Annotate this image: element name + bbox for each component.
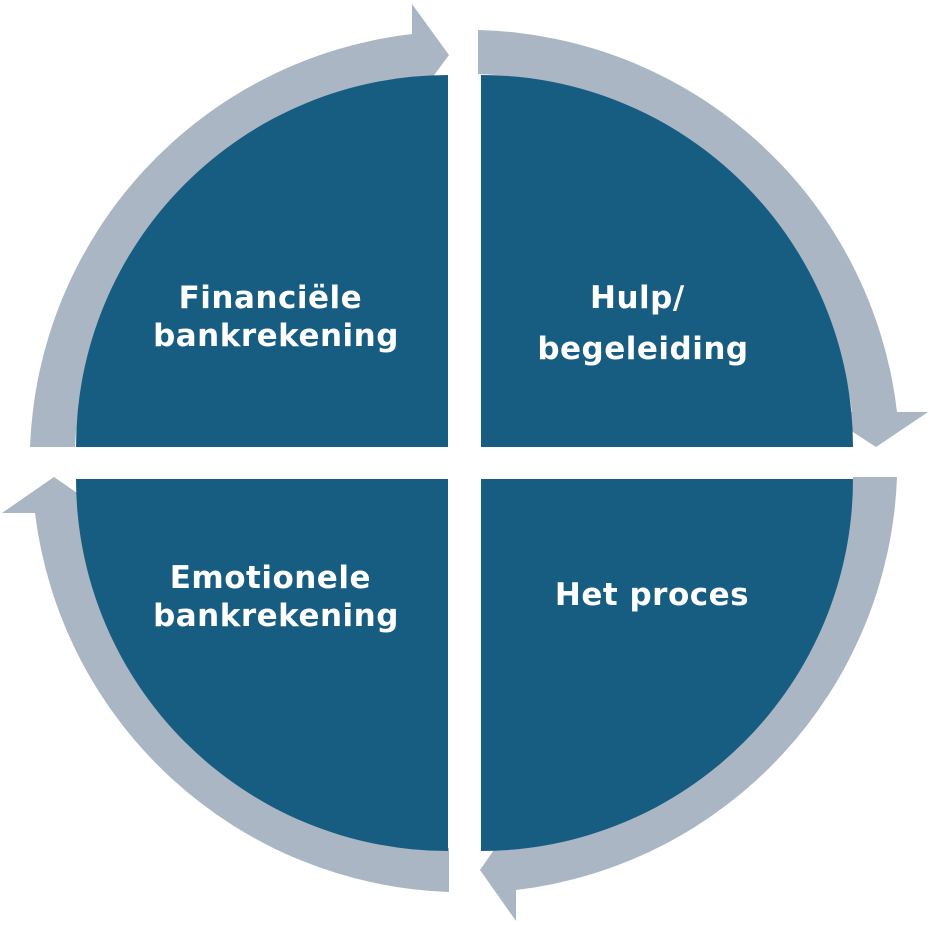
circular-arrow-icon: [478, 30, 928, 447]
circular-arrow-icon: [480, 477, 897, 921]
circular-arrow-icon: [2, 477, 449, 892]
label-het-proces: Het proces: [555, 577, 749, 613]
label-financiele-bankrekening: Financiële bankrekening: [153, 280, 399, 354]
label-line: Emotionele: [170, 560, 371, 596]
label-hulp-begeleiding: Hulp/ begeleiding: [537, 280, 748, 367]
label-line: Hulp/: [590, 280, 685, 316]
label-line: Financiële: [179, 280, 363, 316]
label-emotionele-bankrekening: Emotionele bankrekening: [153, 560, 399, 634]
label-line: Het proces: [555, 577, 749, 613]
arrow-ring: [2, 4, 928, 921]
quadrant-emotionele-bankrekening: [76, 479, 448, 851]
label-line: begeleiding: [537, 331, 748, 367]
quadrant-het-proces: [481, 479, 853, 851]
quadrant-financiele-bankrekening: [76, 75, 448, 447]
label-line: bankrekening: [153, 318, 399, 354]
label-line: bankrekening: [153, 598, 399, 634]
quadrant-hulp-begeleiding: [481, 75, 853, 447]
quadrant-labels: Financiële bankrekening Hulp/ begeleidin…: [153, 280, 749, 634]
circular-arrow-icon: [30, 4, 449, 447]
quadrants: [76, 75, 853, 851]
